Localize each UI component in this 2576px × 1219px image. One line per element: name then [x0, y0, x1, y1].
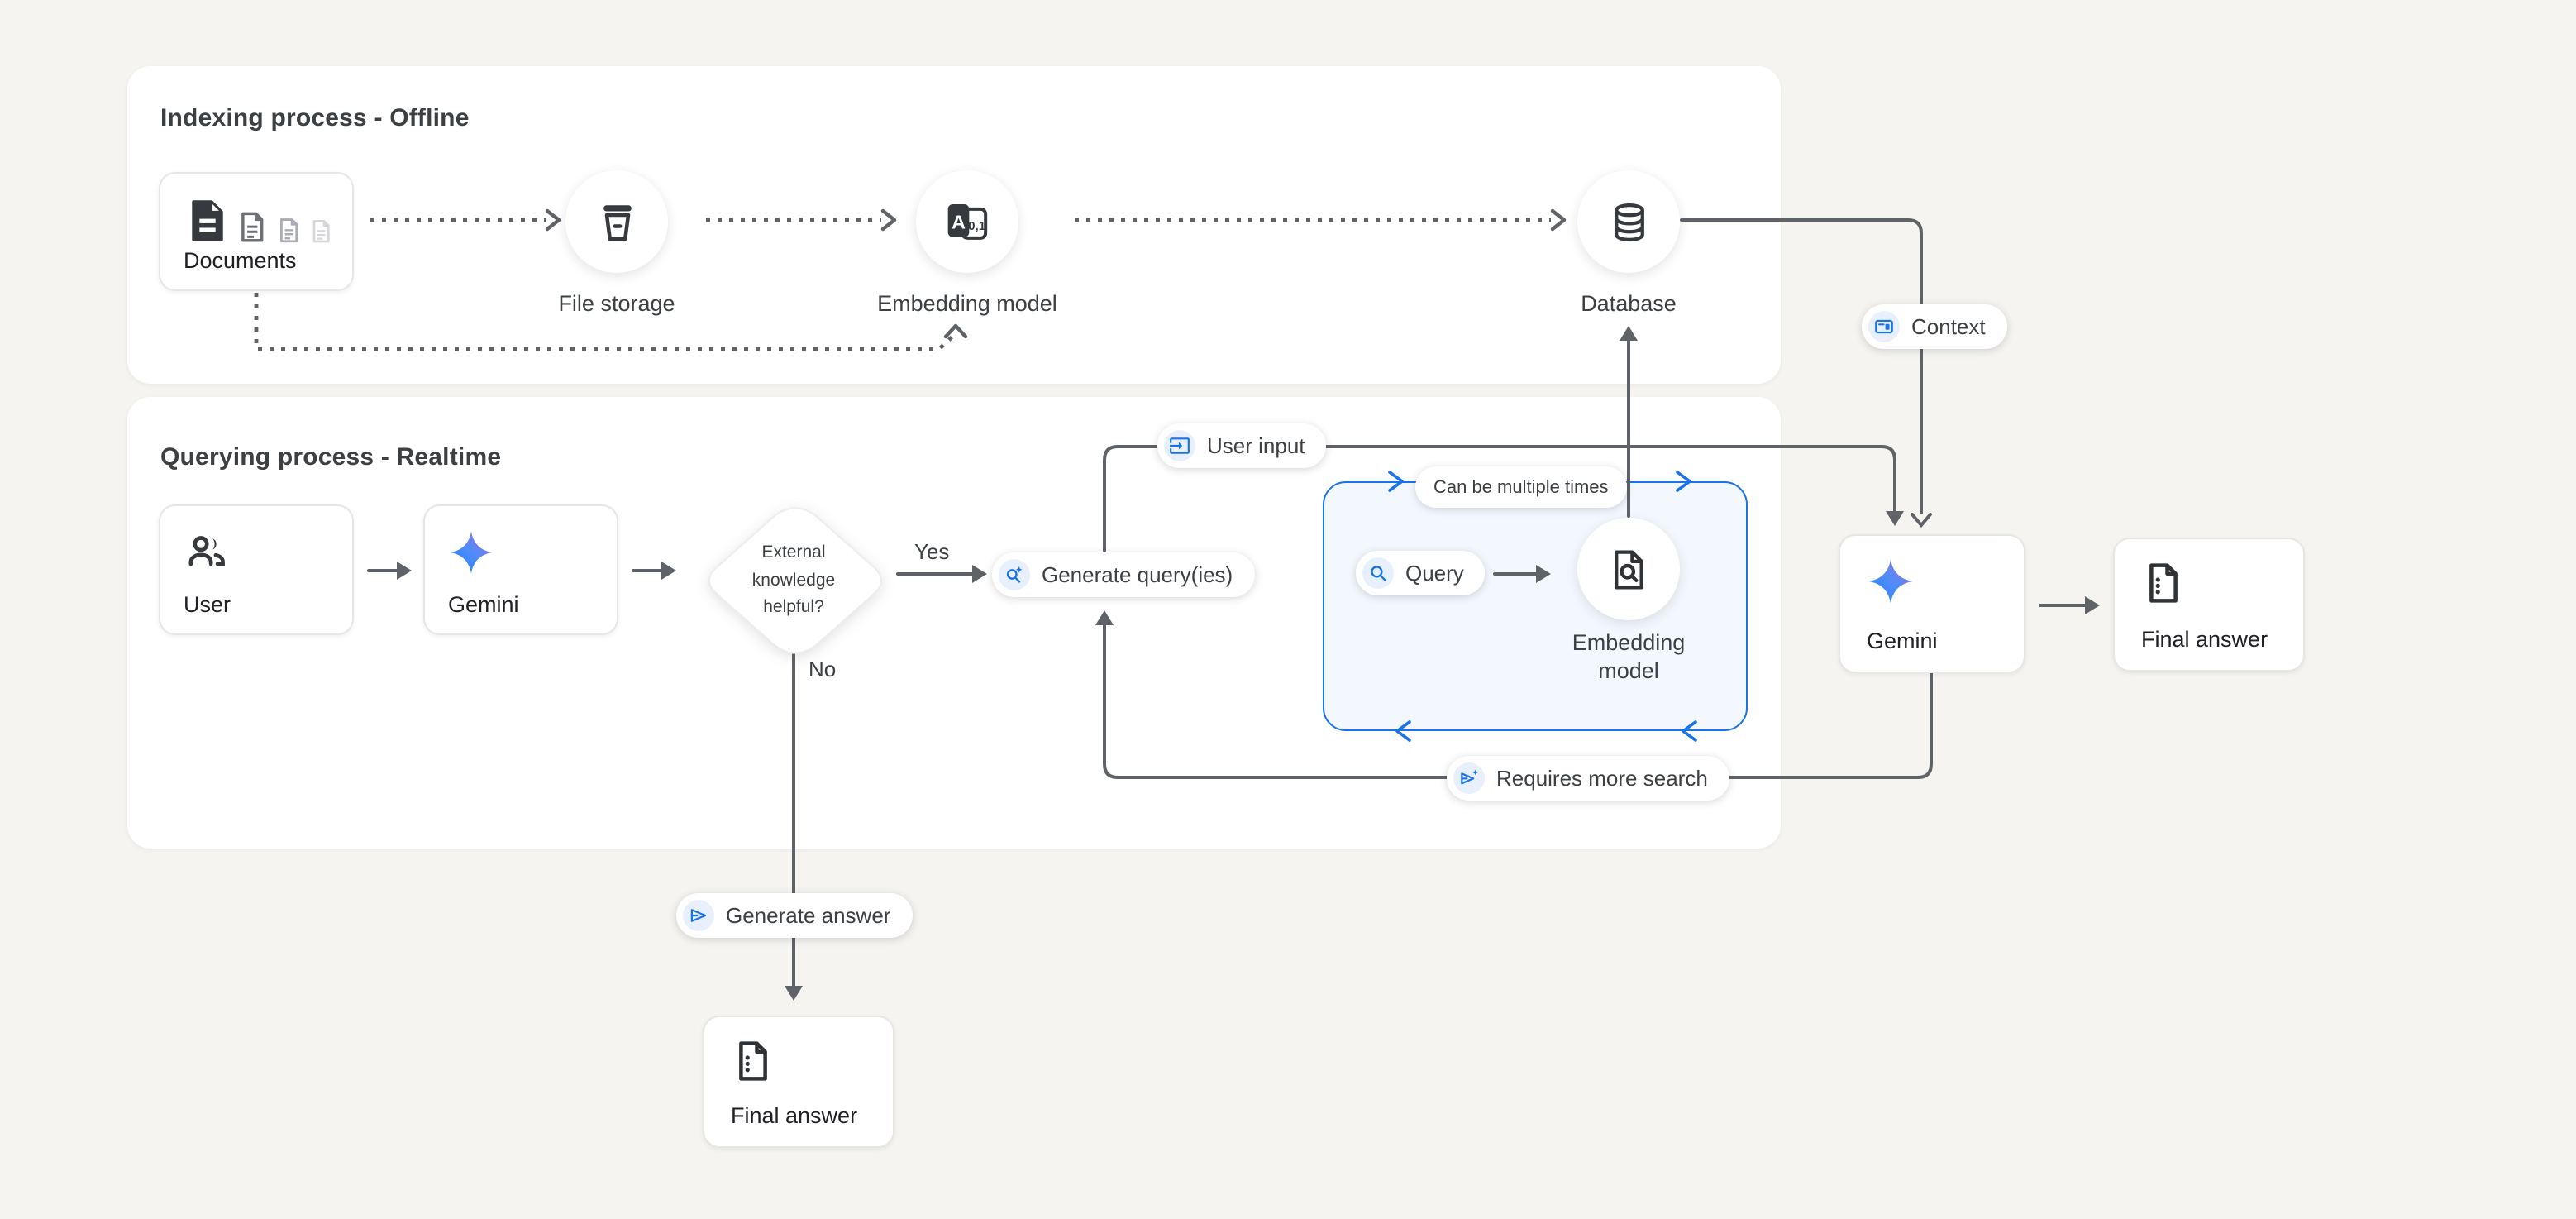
requires-more-search-pill: Requires more search	[1447, 756, 1729, 801]
svg-text:A: A	[952, 211, 966, 232]
documents-icon	[184, 197, 336, 245]
retrieval-loop-box	[1323, 481, 1748, 731]
document-summary-icon	[2141, 561, 2186, 614]
embedding-model-query-node	[1577, 518, 1680, 620]
svg-text:0,1: 0,1	[968, 219, 985, 233]
gemini-star-icon	[1867, 557, 1915, 614]
context-icon	[1868, 311, 1900, 342]
decision-label: External knowledge helpful?	[751, 543, 836, 617]
generate-answer-pill: Generate answer	[676, 893, 913, 938]
indexing-title: Indexing process - Offline	[160, 104, 470, 132]
yes-label: Yes	[914, 539, 950, 564]
database-label: Database	[1581, 291, 1677, 316]
requires-more-search-label: Requires more search	[1496, 766, 1708, 791]
gemini-label-1: Gemini	[448, 592, 519, 617]
final-answer-node-right: Final answer	[2113, 538, 2305, 672]
user-input-pill: User input	[1157, 423, 1327, 468]
loop-note-pill: Can be multiple times	[1415, 466, 1627, 508]
gemini-node-1: Gemini	[423, 504, 618, 635]
context-label: Context	[1911, 314, 1986, 339]
querying-title: Querying process - Realtime	[160, 443, 502, 471]
user-label: User	[184, 592, 231, 617]
document-search-icon	[1614, 549, 1643, 589]
embedding-model-label: Embedding model	[877, 291, 1057, 316]
search-spark-icon	[999, 559, 1030, 590]
text-to-numbers-icon: 0,1A	[947, 204, 988, 240]
no-label: No	[809, 657, 837, 681]
search-icon	[1362, 557, 1394, 589]
context-pill: Context	[1862, 304, 2007, 349]
documents-node: Documents	[159, 172, 354, 291]
decision-diamond	[708, 507, 882, 654]
final-answer-label-right: Final answer	[2141, 627, 2268, 652]
input-icon	[1164, 430, 1195, 461]
send-spark-icon	[1453, 762, 1485, 794]
user-node: User	[159, 504, 354, 635]
gemini-star-icon	[448, 529, 494, 584]
final-answer-node-bottom: Final answer	[703, 1016, 894, 1148]
documents-label: Documents	[184, 248, 297, 273]
generate-queries-label: Generate query(ies)	[1042, 562, 1233, 587]
file-storage-label: File storage	[558, 291, 675, 316]
generate-answer-label: Generate answer	[726, 903, 891, 928]
user-input-label: User input	[1207, 433, 1305, 458]
query-pill: Query	[1356, 551, 1486, 595]
generate-queries-pill: Generate query(ies)	[992, 552, 1255, 597]
send-icon	[683, 900, 714, 931]
chevron-context-down	[1911, 513, 1932, 528]
query-label: Query	[1405, 561, 1464, 586]
database-node	[1577, 170, 1680, 273]
gemini-node-2: Gemini	[1839, 534, 2025, 673]
final-answer-label-bottom: Final answer	[731, 1103, 858, 1128]
embedding-model-query-label: Embedding model	[1572, 630, 1686, 682]
file-storage-node	[565, 170, 668, 273]
document-summary-icon	[731, 1039, 775, 1092]
user-icon	[184, 529, 230, 584]
loop-note-label: Can be multiple times	[1433, 477, 1609, 497]
gemini-label-2: Gemini	[1867, 629, 1938, 653]
bucket-icon	[603, 204, 631, 241]
database-icon	[1614, 202, 1643, 241]
